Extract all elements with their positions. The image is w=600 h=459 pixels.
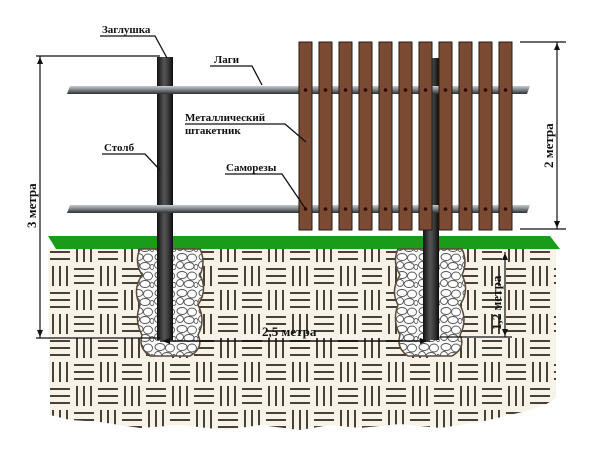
screw bbox=[323, 207, 328, 211]
picket bbox=[358, 41, 373, 231]
leader-picket bbox=[185, 123, 307, 143]
picket bbox=[398, 41, 413, 231]
dim-fence-height: 2 метра bbox=[541, 123, 556, 168]
picket bbox=[378, 41, 393, 231]
picket bbox=[498, 41, 513, 231]
label-screws: Саморезы bbox=[226, 162, 277, 174]
screw bbox=[403, 88, 408, 92]
post-left bbox=[157, 57, 173, 340]
screw bbox=[343, 207, 348, 211]
picket bbox=[418, 41, 433, 231]
screw bbox=[403, 207, 408, 211]
screw bbox=[483, 88, 488, 92]
leader-post bbox=[102, 153, 161, 171]
screw bbox=[343, 88, 348, 92]
screw bbox=[503, 207, 508, 211]
dim-post-height: 3 метра bbox=[24, 183, 39, 228]
label-picket-line1: Металлический bbox=[185, 112, 266, 124]
picket bbox=[458, 41, 473, 231]
leader-rails bbox=[210, 65, 263, 86]
label-picket-line2: штакетник bbox=[185, 125, 241, 137]
screw bbox=[443, 207, 448, 211]
screw bbox=[463, 207, 468, 211]
picket bbox=[338, 41, 353, 231]
label-rails: Лаги bbox=[214, 54, 240, 66]
ground-surface bbox=[48, 236, 560, 249]
dim-post-spacing: 2,5 метра bbox=[262, 324, 317, 339]
screw bbox=[363, 88, 368, 92]
leader-screws bbox=[225, 173, 306, 209]
dim-burial-depth: 1,2 метра bbox=[489, 275, 504, 330]
picket bbox=[438, 41, 453, 231]
leader-cap bbox=[100, 35, 168, 59]
screw bbox=[363, 207, 368, 211]
screw bbox=[423, 207, 428, 211]
screw bbox=[483, 207, 488, 211]
picket bbox=[478, 41, 493, 231]
screw bbox=[323, 88, 328, 92]
screw bbox=[503, 88, 508, 92]
picket bbox=[318, 41, 333, 231]
screw bbox=[383, 207, 388, 211]
screw bbox=[463, 88, 468, 92]
screw bbox=[423, 88, 428, 92]
pickets bbox=[298, 41, 513, 231]
soil bbox=[48, 248, 556, 430]
label-post: Столб bbox=[104, 142, 135, 154]
screw bbox=[383, 88, 388, 92]
screw bbox=[443, 88, 448, 92]
screw bbox=[303, 88, 308, 92]
label-cap: Заглушка bbox=[102, 24, 151, 36]
